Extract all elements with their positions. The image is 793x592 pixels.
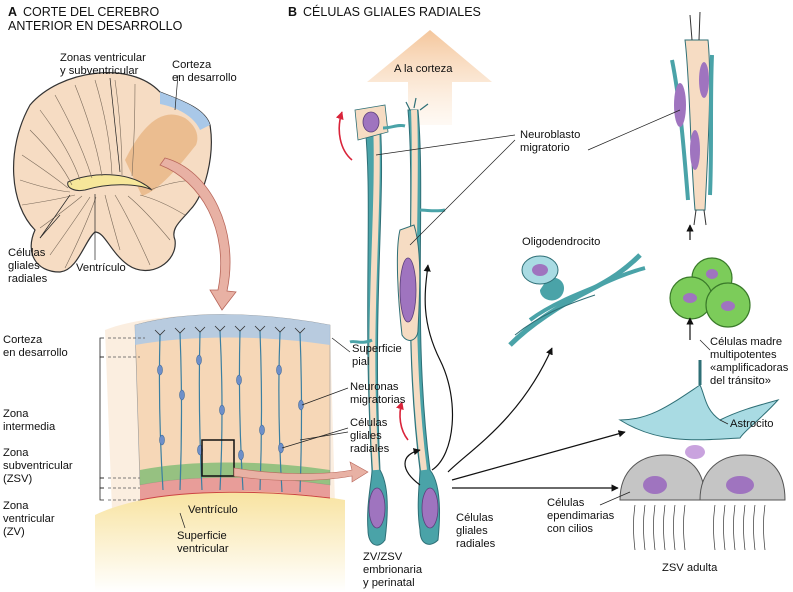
label-radial-glia-a: Células gliales radiales (8, 247, 48, 285)
label-migrating-neurons: Neuronas migratorias (350, 381, 406, 406)
right-glia-nucleus (421, 487, 439, 529)
label-layer-intermediate: Zona intermedia (3, 408, 56, 433)
label-developing-cortex-top: Corteza en desarrollo (172, 59, 237, 84)
inset-arrow (233, 461, 369, 483)
panel-a-title: CORTE DEL CEREBRO ANTERIOR EN DESARROLLO (8, 5, 183, 33)
transit-amplifying-cells (669, 257, 751, 328)
label-ventricular-surface: Superficie ventricular (177, 530, 229, 555)
label-radial-glia-b: Células gliales radiales (456, 512, 496, 550)
label-vz-svz-zones: Zonas ventricular y subventricular (60, 52, 146, 77)
panel-b-letter: B (288, 5, 298, 19)
label-layer-cortex: Corteza en desarrollo (3, 334, 68, 359)
label-layer-svz: Zona subventricular (ZSV) (3, 447, 73, 485)
inset-box (201, 439, 235, 477)
label-multipotent-cells: Células madre multipotentes «amplificado… (710, 336, 789, 387)
label-ependymal-cells: Células ependimarias con cilios (547, 497, 615, 535)
lineage-arrows (404, 224, 694, 492)
neuroblast-chain (670, 11, 714, 226)
ventricle-shape (67, 174, 153, 191)
label-radial-glia-layers: Células gliales radiales (350, 417, 390, 455)
pial-endfeet (154, 325, 306, 336)
left-glia-nucleus (368, 487, 386, 529)
to-cortex-arrow (367, 30, 492, 125)
cortical-layers-block (95, 314, 345, 592)
ventricle-fill (95, 491, 345, 592)
label-adult-svz: ZSV adulta (662, 562, 718, 574)
oligodendrocyte (508, 253, 646, 347)
panel-a-letter: A (8, 5, 18, 19)
brain-section (13, 72, 212, 273)
layer-guides (108, 337, 145, 501)
migrating-neurons-dots (157, 354, 304, 461)
panel-b-title: CÉLULAS GLIALES RADIALES (303, 5, 481, 19)
label-oligodendrocyte: Oligodendrocito (522, 236, 601, 248)
leader-lines-a (39, 74, 179, 260)
zoom-arrow (159, 157, 237, 311)
label-ventricle-a: Ventrículo (76, 262, 126, 274)
layer-brackets (99, 337, 104, 501)
radial-glia-cell-right (396, 97, 446, 545)
label-migrating-neuroblast: Neuroblasto migratorio (520, 129, 581, 154)
cortex-blue-band (160, 92, 210, 130)
leader-lines-b (375, 109, 729, 506)
label-ventricle-layers: Ventrículo (188, 504, 238, 516)
adult-svz (618, 360, 786, 551)
label-pial-surface: Superficie pial (352, 343, 402, 368)
label-astrocyte: Astrocito (730, 418, 774, 430)
panel-b-header: B CÉLULAS GLIALES RADIALES (288, 5, 481, 19)
label-layer-vz: Zona ventricular (ZV) (3, 500, 55, 538)
leader-lines-layers (179, 337, 351, 529)
radial-glia-cell-left (349, 104, 406, 546)
cortex-orange-region (125, 114, 198, 196)
label-to-cortex: A la corteza (394, 63, 453, 75)
label-embryonic-zone: ZV/ZSV embrionaria y perinatal (363, 551, 423, 589)
